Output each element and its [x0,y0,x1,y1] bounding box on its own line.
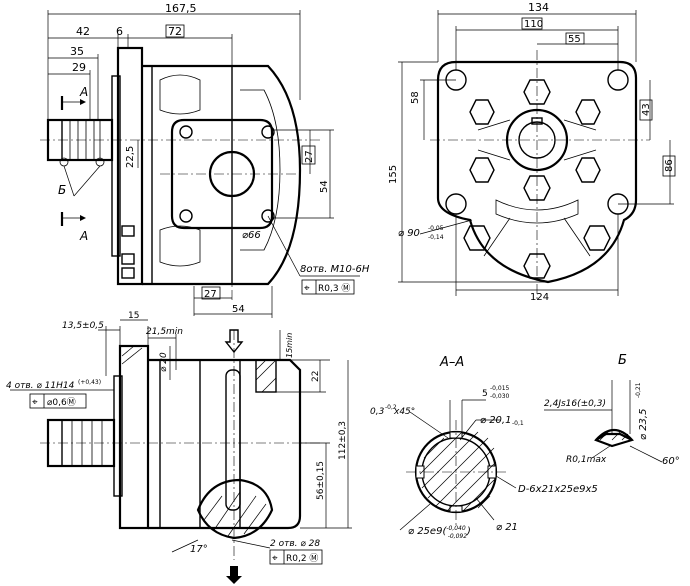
key-tol-upper: -0,015 [490,385,510,392]
dim-43: 43 [641,103,652,116]
angle-60: 60° [662,456,680,467]
bottom-view: 13,5±0,5 15 21,5min ⌀ 20 15min 22 112±0,… [6,311,352,584]
side-view: 134 110 55 58 43 86 155 ⌀ 90 -0,05 -0,14… [388,1,676,303]
dim-21-5min: 21,5min [146,327,183,337]
dim-overall-length: 167,5 [165,2,197,15]
dim-27-bottom: 27 [204,289,217,300]
dim-27-right: 27 [304,150,315,163]
dim-height-155: 155 [388,165,399,184]
dia-25-e9: ⌀ 25e9(-0,040-0,092) [408,525,471,540]
dim-dia20: ⌀ 20 [159,352,169,372]
key-tol-lower: -0,030 [490,393,510,400]
dia-23-5: ⌀ 23,5 [638,409,649,440]
front-view: 167,5 42 6 72 35 29 22,5 27 54 27 54 ⌀66… [40,2,370,318]
dim-22-5: 22,5 [125,146,136,168]
dim-58: 58 [410,91,421,104]
dim-86: 86 [664,159,675,172]
position-symbol-2: ⌖ [32,397,38,408]
dim-56: 56±0,15 [316,461,326,500]
chamfer-angle: x45° [393,407,415,417]
note-4-holes: 4 отв. ⌀ 11H14 [6,381,75,391]
position-symbol-3: ⌖ [272,553,278,564]
dim-72: 72 [168,25,182,38]
radius: R0,1max [566,455,607,465]
tolerance-js16: 2,4Js16(±0,3) [544,399,606,409]
note-thread-holes: 8отв. М10-6Н [300,264,370,275]
key-width: 5 [482,389,488,399]
dim-15min: 15min [285,333,294,358]
dia-20-1-tol: -0,1 [512,420,524,427]
dim-124: 124 [530,292,549,303]
detail-b: Б 2,4Js16(±0,3) ⌀ 23,5 -0,21 R0,1max 60° [544,353,680,467]
dim-dia66: ⌀66 [242,230,261,241]
dim-15: 15 [128,311,139,321]
note-thread-tolerance: R0,3 Ⓜ [318,283,350,294]
dim-110: 110 [524,19,543,30]
note-2-holes: 2 отв. ⌀ 28 [270,539,320,549]
dia-23-5-tol: -0,21 [635,382,642,398]
note-4-holes-tol: (+0,43) [78,379,101,386]
dim-13-5: 13,5±0,5 [62,321,104,331]
dim-29: 29 [72,61,86,74]
position-symbol: ⌖ [304,283,310,294]
note-4-holes-frame: ⌀0,6Ⓜ [47,397,76,408]
chamfer-tol: -0,2 [385,404,397,411]
detail-mark-b: Б [58,183,66,197]
dim-width-134: 134 [528,1,549,14]
dim-dia90: ⌀ 90 [398,228,420,239]
section-mark-a-bottom: A [79,229,88,243]
spline-spec: D-6x21x25e9x5 [518,484,598,495]
detail-b-title: Б [618,353,627,368]
note-2-holes-frame: R0,2 Ⓜ [286,553,318,564]
section-mark-a-top: A [79,85,88,99]
dia-21: ⌀ 21 [496,522,518,533]
dim-22: 22 [311,371,321,382]
dia-20-1: ⌀ 20,1 [480,415,511,426]
dim-112: 112±0,3 [338,421,348,460]
section-a-a: А–А 0,3 -0,2 x45° 5 [370,355,598,540]
dim-54-bottom: 54 [232,304,245,315]
dim-35: 35 [70,45,84,58]
dim-55: 55 [568,34,581,45]
chamfer: 0,3 [370,407,385,417]
dim-6: 6 [116,25,123,38]
dim-54-right: 54 [319,180,330,193]
dim-dia90-tol-upper: -0,05 [428,225,444,232]
dim-42: 42 [76,25,90,38]
dim-angle-17: 17° [190,544,208,555]
dim-dia90-tol-lower: -0,14 [428,234,444,241]
section-aa-title: А–А [439,355,464,370]
